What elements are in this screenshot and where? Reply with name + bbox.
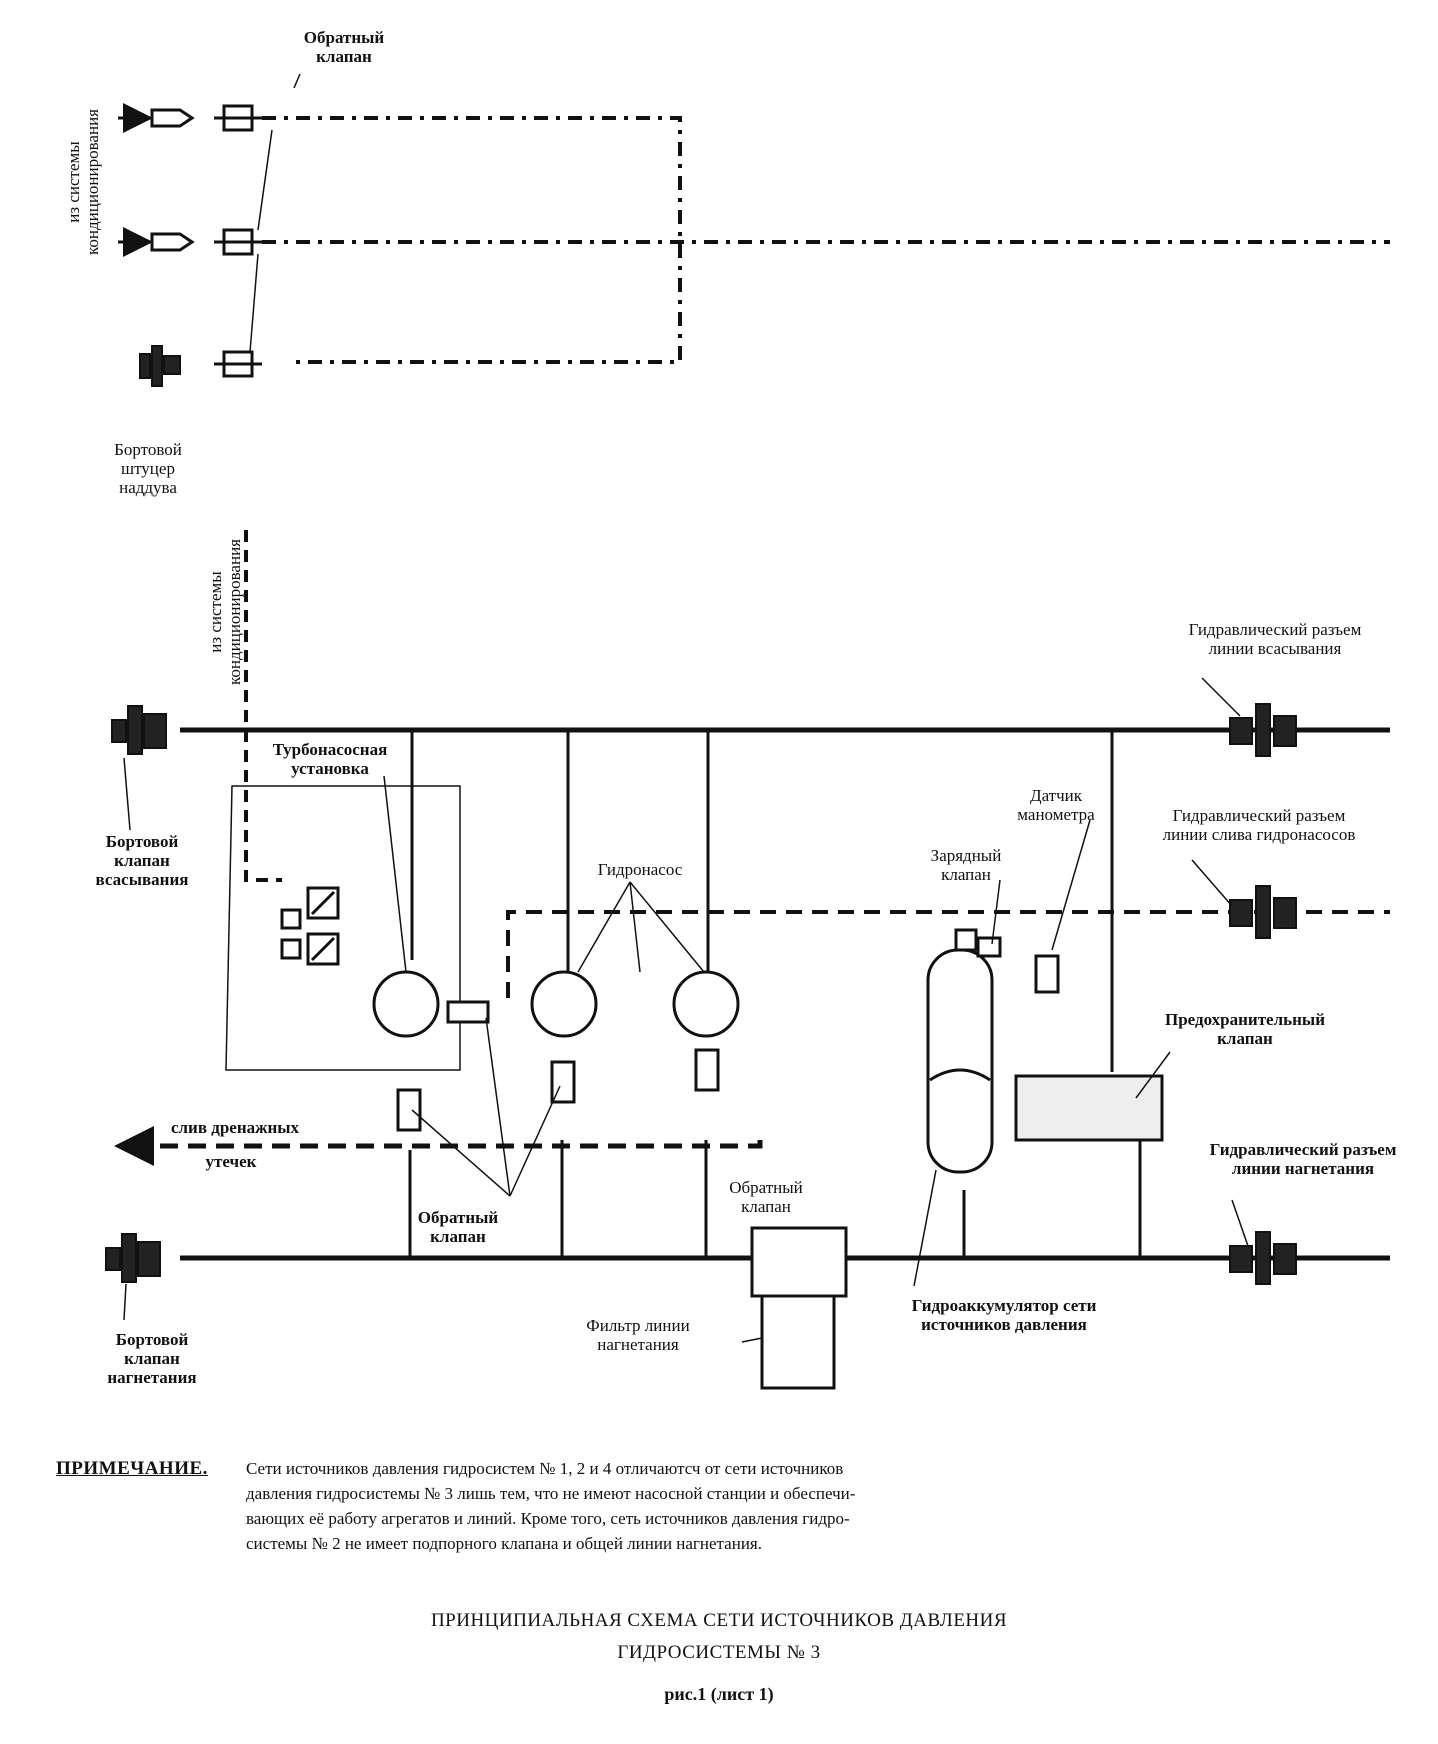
label-pressure-line-filter: Фильтр линии нагнетания [586, 1316, 690, 1354]
pneumatic-nozzles [150, 108, 195, 252]
diagram-title-line1: ПРИНЦИПИАЛЬНАЯ СХЕМА СЕТИ ИСТОЧНИКОВ ДАВ… [430, 1610, 1008, 1631]
label-from-ac-mid: из системы кондиционирования [206, 539, 244, 685]
charging-valve-icon [976, 936, 1002, 958]
label-relief-valve: Предохранительный клапан [1164, 1010, 1325, 1048]
hydr-connector-drain-icon [1229, 885, 1297, 939]
pump-suction-lines [410, 730, 1114, 1072]
label-drain-leaks-2: утечек [205, 1152, 257, 1171]
turbine-blocks [280, 886, 340, 966]
pressurization-fitting-icon [139, 345, 181, 387]
label-check-valve-right: Обратный клапан [729, 1178, 803, 1216]
top-check-valves [214, 104, 262, 378]
drain-leaks-line [140, 1140, 763, 1149]
label-check-valve-left: Обратный клапан [417, 1208, 499, 1246]
note-text: Сети источников давления гидросистем № 1… [246, 1459, 856, 1553]
ac-supply-line [244, 530, 282, 882]
label-ground-pressure-valve: Бортовой клапан нагнетания [107, 1330, 197, 1387]
pressure-sensor-icon [1034, 954, 1060, 994]
hydraulic-pump-1 [372, 970, 440, 1038]
note-heading: ПРИМЕЧАНИЕ. [56, 1458, 208, 1479]
label-ground-suction-valve: Бортовой клапан всасывания [95, 832, 189, 889]
label-hydr-connector-pressure: Гидравлический разъем линии нагнетания [1209, 1140, 1397, 1178]
label-hydraulic-pump: Гидронасос [597, 860, 683, 879]
diagram-title-line2: ГИДРОСИСТЕМЫ № 3 [617, 1642, 821, 1663]
label-accumulator: Гидроаккумулятор сети источников давлени… [911, 1296, 1097, 1334]
pump-pressure-lines [408, 1120, 1142, 1258]
label-hydr-connector-pump-drain: Гидравлический разъем линии слива гидрон… [1162, 806, 1356, 844]
relief-valve-icon [1014, 1074, 1164, 1142]
label-charging-valve: Зарядный клапан [930, 846, 1002, 884]
label-turbopump-unit: Турбонасосная установка [272, 740, 388, 778]
hydraulic-pump-3 [672, 970, 740, 1038]
ground-suction-valve-icon [111, 705, 167, 755]
top-leader-lines [249, 73, 301, 353]
hydr-connector-pressure-icon [1229, 1231, 1297, 1285]
hydraulic-pump-2 [530, 970, 598, 1038]
label-hydr-connector-suction: Гидравлический разъем линии всасывания [1188, 620, 1362, 658]
hydr-connector-suction-icon [1229, 703, 1297, 757]
label-drain-leaks: слив дренажных [170, 1118, 300, 1137]
label-check-valve-top: Обратный клапан [303, 28, 385, 66]
leader-lines [123, 677, 1249, 1343]
label-ground-pressurization-fitting: Бортовой штуцер наддува [114, 440, 182, 497]
ground-pressure-valve-icon [105, 1233, 161, 1283]
pneumatic-inlet-arrows [118, 103, 153, 257]
turbopump-boundary [225, 785, 461, 1071]
label-from-ac-top: из системы кондиционирования [64, 109, 102, 255]
pump-check-valves [396, 1048, 720, 1132]
label-pressure-sensor: Датчик манометра [1017, 786, 1095, 824]
pump-outlet-filter [446, 1000, 490, 1024]
pump-drain-line [506, 910, 1390, 998]
pressure-filter-icon [750, 1226, 848, 1390]
accumulator-icon [926, 928, 994, 1174]
figure-caption: рис.1 (лист 1) [664, 1684, 774, 1704]
pneumatic-lines [262, 116, 1390, 364]
